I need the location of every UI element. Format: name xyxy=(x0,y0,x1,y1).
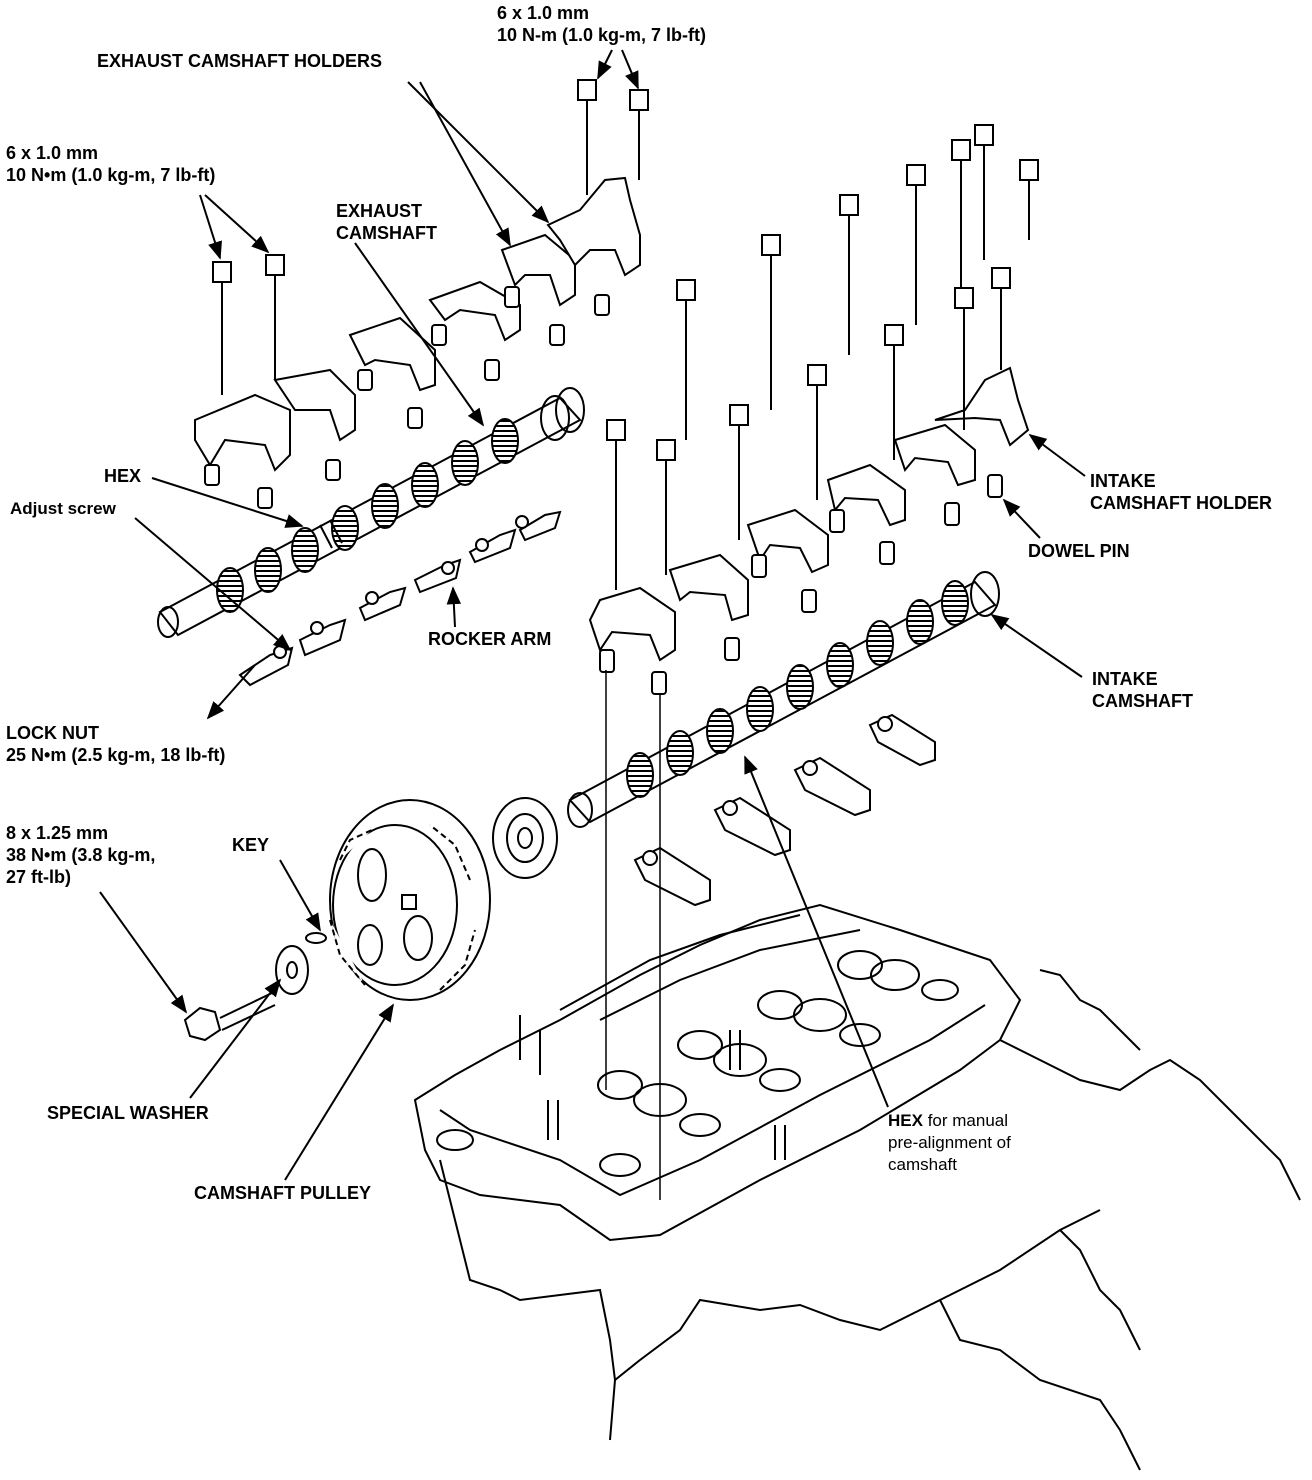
label-intake-camshaft: INTAKE CAMSHAFT xyxy=(1092,668,1193,712)
intake-camshaft-holders xyxy=(588,366,1030,695)
bolt-size-text: 6 x 1.0 mm xyxy=(6,143,99,163)
camshaft-text: CAMSHAFT xyxy=(1092,691,1193,711)
label-exhaust-holder-bolt-spec: 6 x 1.0 mm 10 N-m (1.0 kg-m, 7 lb-ft) xyxy=(497,2,706,46)
key xyxy=(305,932,327,944)
label-lock-nut: LOCK NUT 25 N•m (2.5 kg-m, 18 lb-ft) xyxy=(6,722,225,766)
exhaust-text: EXHAUST xyxy=(336,201,423,221)
bolt-size-text: 6 x 1.0 mm xyxy=(497,3,590,23)
bolt-torque-text: 38 N•m (3.8 kg-m, xyxy=(6,845,156,865)
bolt-torque-text: 10 N•m (1.0 kg-m, 7 lb-ft) xyxy=(6,165,216,185)
leader-lines xyxy=(99,49,1086,1181)
label-special-washer: SPECIAL WASHER xyxy=(47,1103,209,1123)
exhaust-holder-bolts xyxy=(212,79,649,395)
bolt-size-text: 8 x 1.25 mm xyxy=(6,823,109,843)
label-hex-prealignment: HEX for manual pre-alignment of camshaft xyxy=(888,1110,1011,1176)
label-dowel-pin: DOWEL PIN xyxy=(1028,541,1130,561)
bolt-torque-text: 10 N-m (1.0 kg-m, 7 lb-ft) xyxy=(497,25,707,45)
special-washer xyxy=(275,945,309,995)
lock-nut-text: LOCK NUT xyxy=(6,723,99,743)
camshaft-text: CAMSHAFT xyxy=(336,223,437,243)
label-adjust-screw: Adjust screw xyxy=(10,499,116,518)
label-hex: HEX xyxy=(104,466,142,486)
label-exhaust-camshaft-holders: EXHAUST CAMSHAFT HOLDERS xyxy=(97,51,383,71)
hex-text: HEX xyxy=(888,1111,923,1130)
label-rocker-arm: ROCKER ARM xyxy=(428,629,552,649)
intake-camshaft xyxy=(567,571,1000,828)
lock-nut-torque-text: 25 N•m (2.5 kg-m, 18 lb-ft) xyxy=(6,745,226,765)
bolt-torque-text-2: 27 ft-lb) xyxy=(6,867,71,887)
label-left-holder-bolt-spec: 6 x 1.0 mm 10 N•m (1.0 kg-m, 7 lb-ft) xyxy=(6,142,215,186)
exhaust-rocker-arms xyxy=(238,510,562,687)
cylinder-head xyxy=(413,903,1301,1471)
label-intake-camshaft-holder: INTAKE CAMSHAFT HOLDER xyxy=(1090,470,1272,514)
pre-alignment-text: pre-alignment of xyxy=(888,1133,1011,1152)
camshaft-holder-text: CAMSHAFT HOLDER xyxy=(1090,493,1272,513)
label-exhaust-camshaft: EXHAUST CAMSHAFT xyxy=(336,200,437,244)
label-key: KEY xyxy=(232,835,270,855)
intake-text: INTAKE xyxy=(1092,669,1158,689)
intake-rocker-arms xyxy=(633,713,936,907)
exhaust-camshaft-holders xyxy=(194,176,641,509)
intake-text: INTAKE xyxy=(1090,471,1156,491)
pulley-bolt xyxy=(183,992,276,1042)
camshaft-text: camshaft xyxy=(888,1155,957,1174)
camshaft-pulley xyxy=(329,799,491,1001)
exhaust-camshaft xyxy=(157,387,585,638)
oil-seal xyxy=(492,797,558,879)
label-pulley-bolt-spec: 8 x 1.25 mm 38 N•m (3.8 kg-m, 27 ft-lb) xyxy=(6,822,155,888)
for-manual-text: for manual xyxy=(922,1111,1009,1130)
label-camshaft-pulley: CAMSHAFT PULLEY xyxy=(194,1183,371,1203)
intake-holder-bolts xyxy=(606,124,1039,590)
